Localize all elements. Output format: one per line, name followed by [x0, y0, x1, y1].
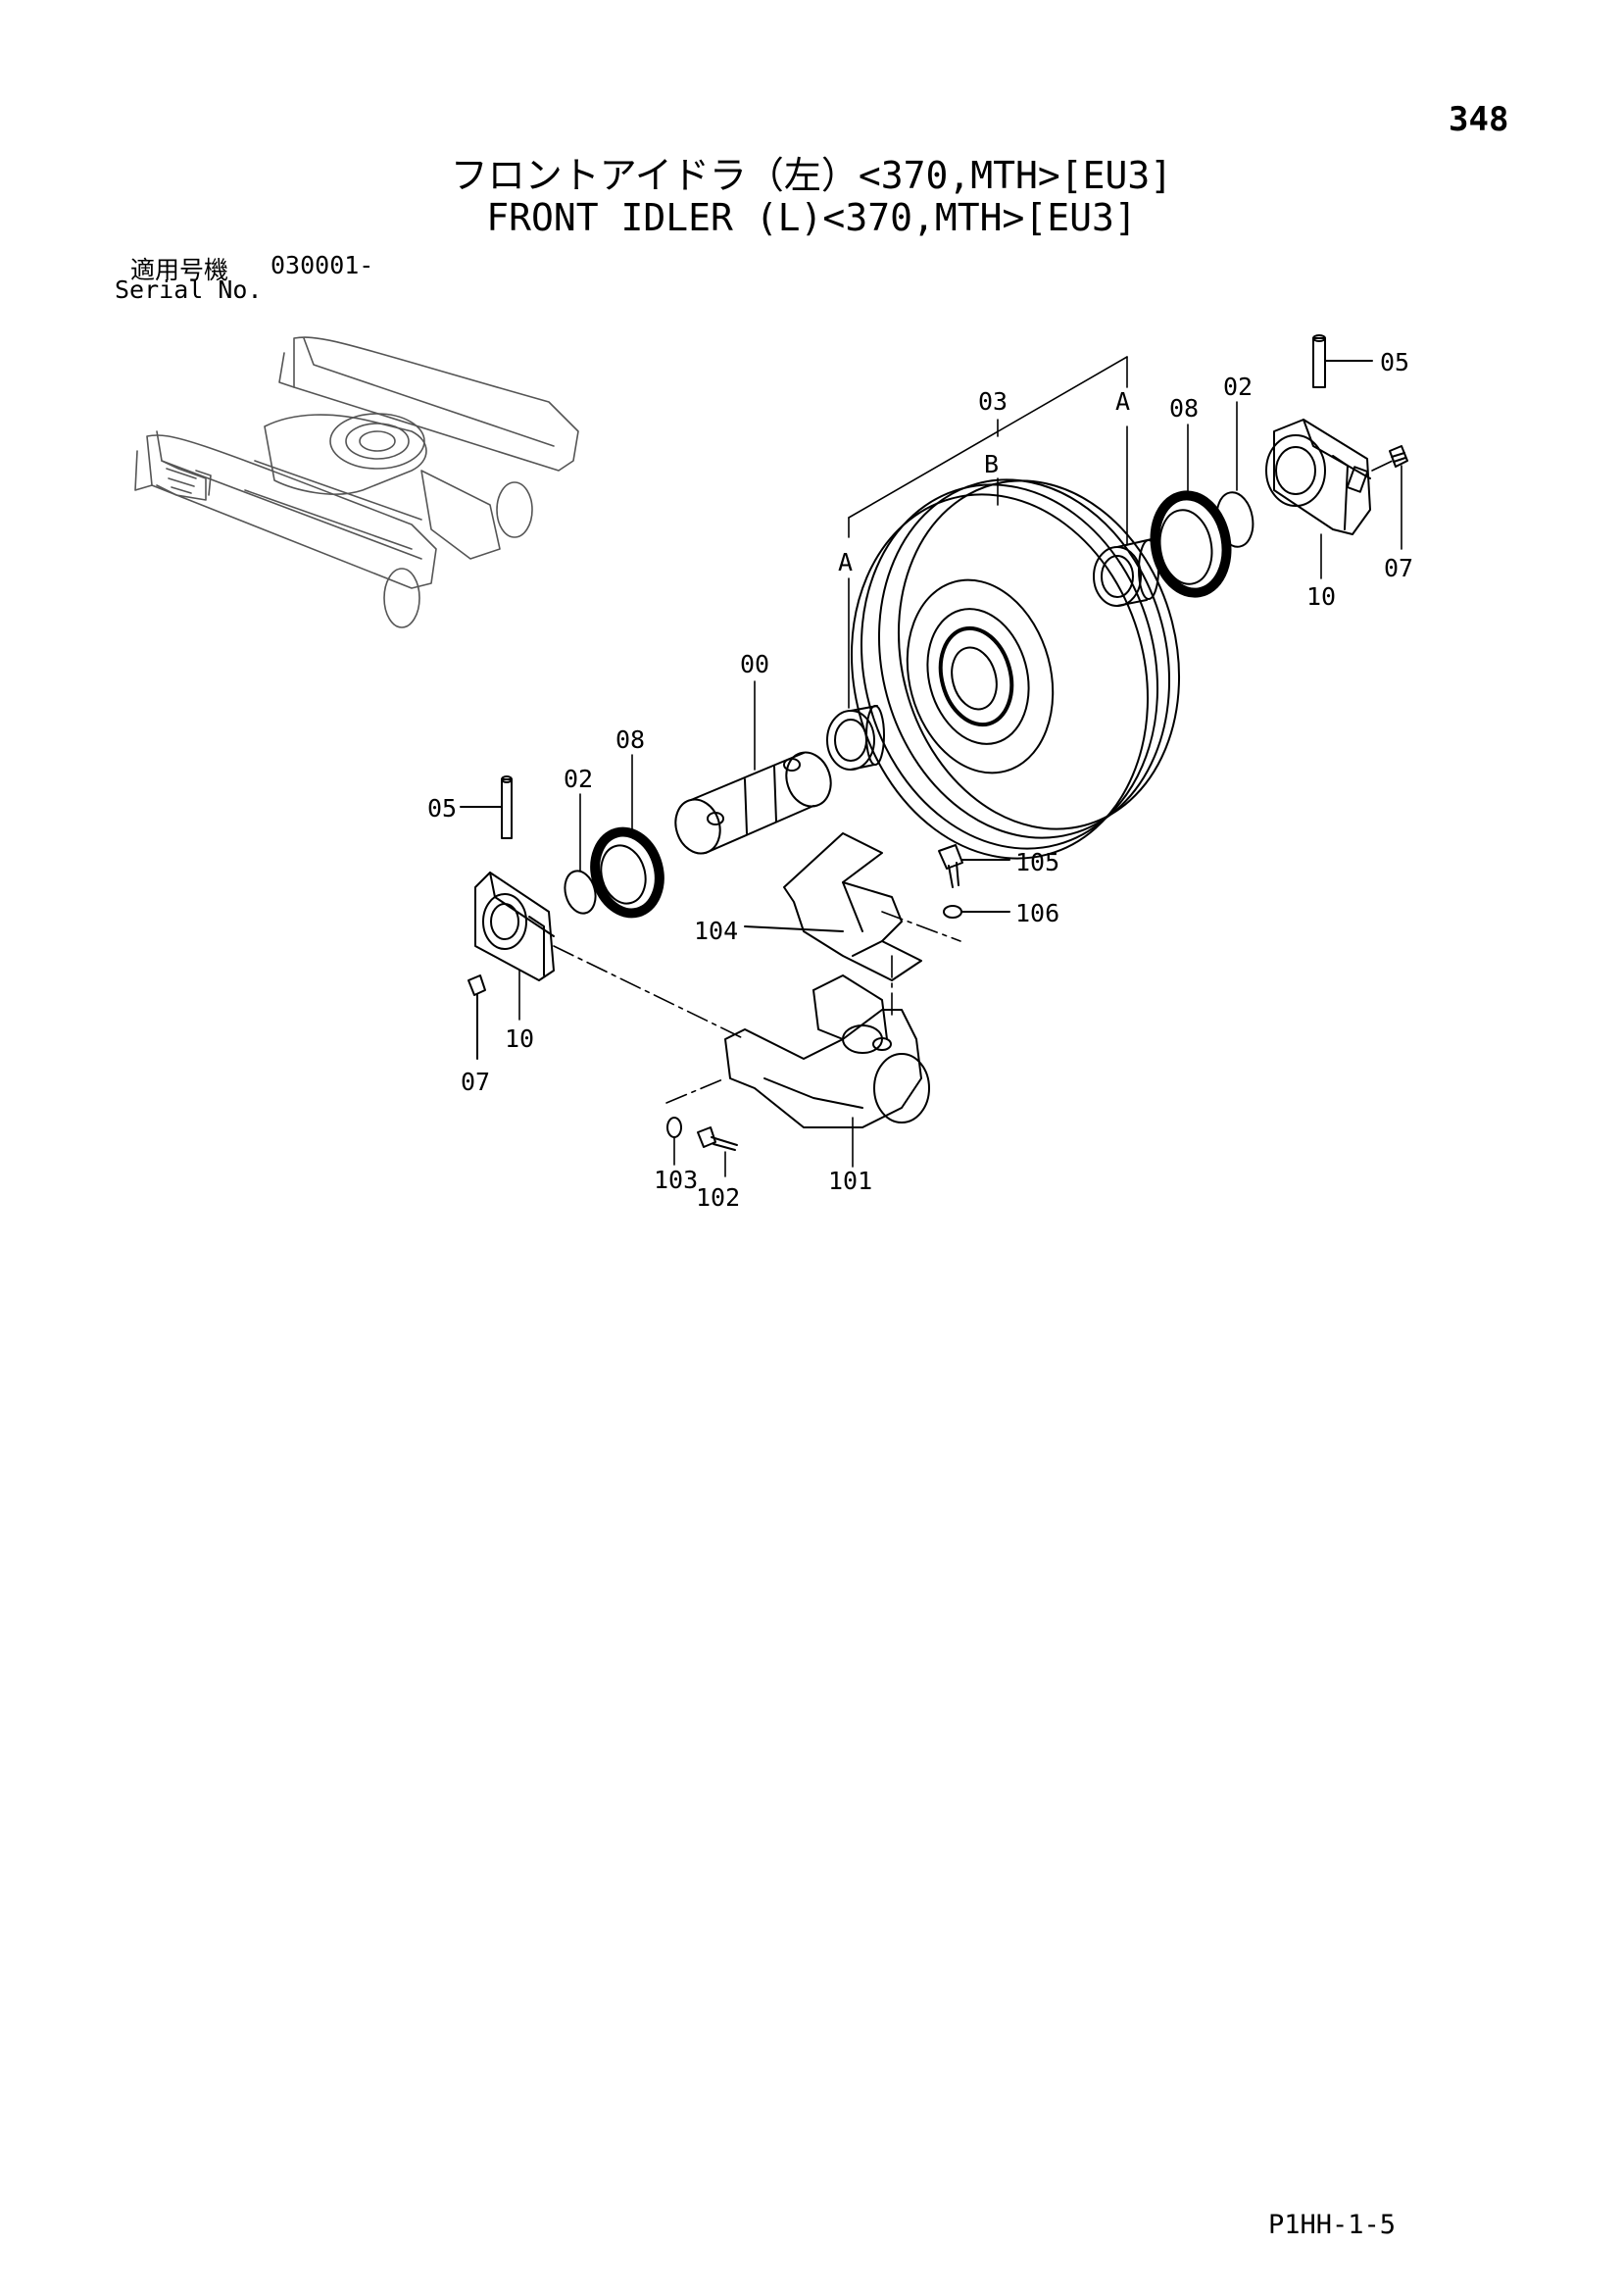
- callout-07-left: 07: [461, 1068, 490, 1096]
- callout-08-left: 08: [615, 725, 645, 754]
- plug-07-left: [467, 974, 486, 1060]
- callout-00: 00: [740, 650, 769, 678]
- callout-a-top: A: [1115, 387, 1130, 416]
- pin-05-left: [460, 775, 513, 839]
- callout-104: 104: [694, 917, 738, 945]
- page-title-jp: フロントアイドラ（左）<370,MTH>[EU3]: [450, 154, 1173, 197]
- pin-05-right: [1312, 334, 1373, 388]
- page-number: 348: [1449, 100, 1509, 139]
- callout-101: 101: [828, 1167, 872, 1195]
- bushing-left: [826, 705, 885, 771]
- cover-104: [744, 832, 922, 981]
- callout-03: 03: [978, 387, 1008, 416]
- callout-08-right: 08: [1169, 394, 1199, 423]
- callout-106: 106: [1015, 899, 1059, 927]
- callout-10-right: 10: [1306, 582, 1336, 611]
- washer-103: [666, 1117, 682, 1138]
- callout-05-right: 05: [1380, 348, 1409, 376]
- bracket-right: [1265, 419, 1371, 535]
- serial-label-en: Serial No.: [115, 275, 263, 304]
- serial-label-jp: 適用号機: [130, 256, 229, 284]
- callout-102: 102: [696, 1183, 740, 1212]
- callout-10-left: 10: [505, 1024, 534, 1053]
- track-frame-illustration: [134, 336, 579, 628]
- page-code: P1HH-1-5: [1268, 2210, 1397, 2240]
- seal-08-left: [590, 826, 664, 919]
- callout-02-left: 02: [564, 765, 593, 793]
- shaft-00: [674, 751, 832, 855]
- page-title-en: FRONT IDLER (L)<370,MTH>[EU3]: [486, 196, 1137, 239]
- callout-105: 105: [1015, 848, 1059, 876]
- callout-a-left: A: [838, 548, 853, 576]
- callout-labels: 05 03 A 08 02 B A 07 10 00 08 02 05 105 …: [427, 348, 1413, 1212]
- serial-value: 030001-: [270, 251, 374, 279]
- callout-103: 103: [654, 1166, 698, 1194]
- callout-b: B: [984, 450, 999, 478]
- callout-02-right: 02: [1223, 373, 1253, 401]
- washer-106: [943, 905, 1010, 919]
- callout-05-left: 05: [427, 794, 457, 823]
- callout-leaders: [518, 356, 1402, 1177]
- bolt-102: [697, 1126, 738, 1151]
- bracket-left: [474, 872, 555, 981]
- bolt-105: [938, 844, 1010, 888]
- o-ring-02-left: [564, 870, 597, 915]
- assembly-lines: [553, 458, 1398, 1104]
- plug-07-right: [1389, 445, 1408, 468]
- seal-08-right: [1150, 490, 1232, 598]
- yoke-101: [724, 974, 930, 1128]
- idler-wheel: [850, 478, 1181, 860]
- callout-07-right: 07: [1384, 554, 1413, 582]
